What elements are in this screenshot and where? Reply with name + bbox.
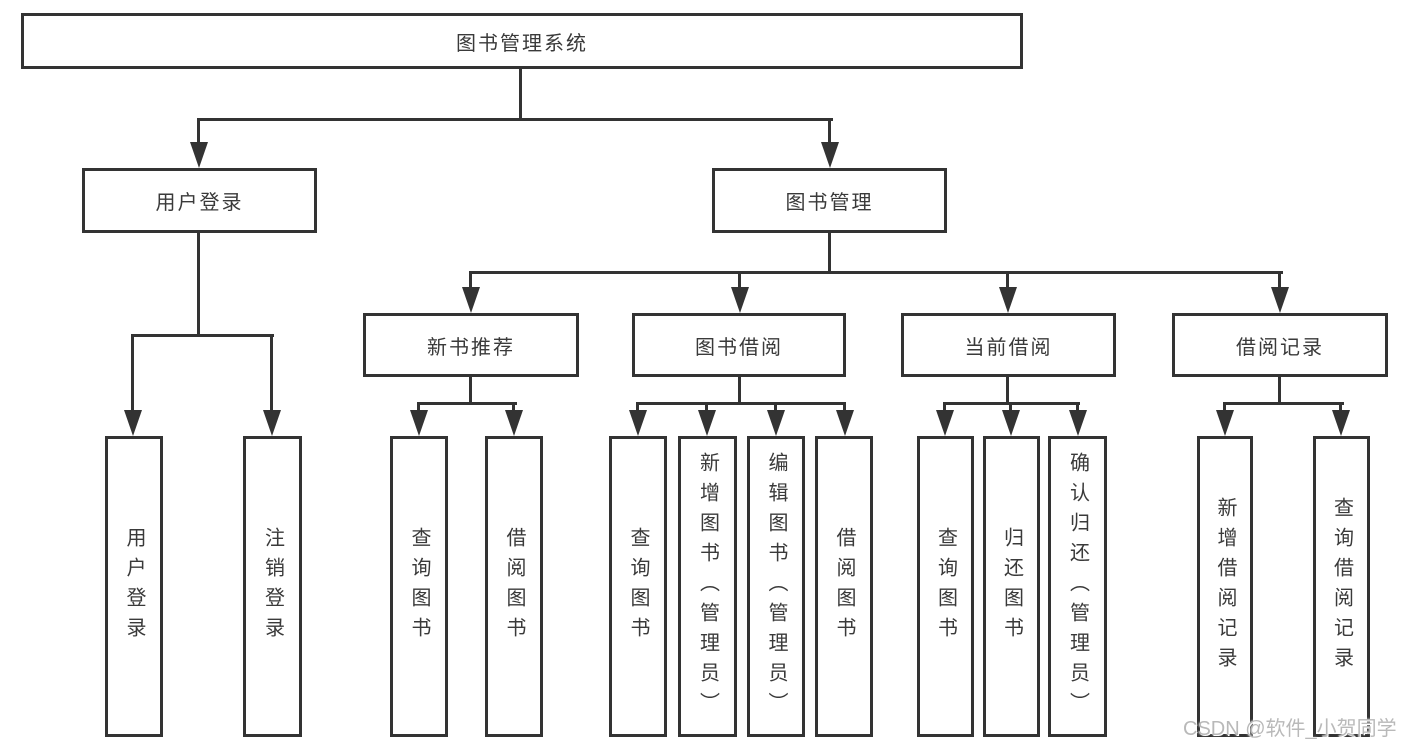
arrowhead-down-icon <box>629 410 647 436</box>
node-label: 新书推荐 <box>427 336 515 359</box>
leaf-add-books-admin: 新增图书（管理员） <box>678 436 737 737</box>
leaf-user-login: 用户登录 <box>105 436 163 737</box>
node-label: 注销登录 <box>261 526 284 647</box>
connector-line <box>828 118 831 146</box>
arrowhead-down-icon <box>1069 410 1087 436</box>
connector-line <box>1006 271 1009 291</box>
leaf-return-books: 归还图书 <box>983 436 1040 737</box>
leaf-logout: 注销登录 <box>243 436 302 737</box>
connector-line <box>843 402 846 414</box>
node-label: 确认归还（管理员） <box>1066 451 1089 722</box>
node-borrowing-records: 借阅记录 <box>1172 313 1388 377</box>
connector-line <box>1339 402 1342 414</box>
arrowhead-down-icon <box>505 410 523 436</box>
arrowhead-down-icon <box>999 287 1017 313</box>
arrowhead-down-icon <box>1271 287 1289 313</box>
connector-line <box>469 271 1283 274</box>
connector-line <box>1006 375 1009 405</box>
arrowhead-down-icon <box>263 410 281 436</box>
connector-line <box>512 402 515 414</box>
connector-line <box>636 402 846 405</box>
node-user-login: 用户登录 <box>82 168 317 233</box>
node-label: 借阅记录 <box>1236 336 1324 359</box>
csdn-watermark: CSDN @软件_小贺同学 <box>1183 718 1397 740</box>
connector-line <box>197 230 200 337</box>
node-new-book-recommend: 新书推荐 <box>363 313 579 377</box>
connector-line <box>828 230 831 274</box>
connector-line <box>519 66 522 121</box>
arrowhead-down-icon <box>124 410 142 436</box>
leaf-query-books-current: 查询图书 <box>917 436 974 737</box>
connector-line <box>417 402 420 414</box>
connector-line <box>1223 402 1344 405</box>
node-label: 用户登录 <box>155 192 244 214</box>
node-label: 图书管理系统 <box>456 32 588 55</box>
connector-line <box>1278 375 1281 405</box>
connector-line <box>1009 402 1012 414</box>
node-book-management: 图书管理 <box>712 168 947 233</box>
node-label: 图书管理 <box>785 192 874 214</box>
leaf-borrow-books-recommend: 借阅图书 <box>485 436 543 737</box>
connector-line <box>738 271 741 291</box>
connector-line <box>705 402 708 414</box>
connector-line <box>738 375 741 405</box>
arrowhead-down-icon <box>731 287 749 313</box>
node-root: 图书管理系统 <box>21 13 1023 69</box>
arrowhead-down-icon <box>767 410 785 436</box>
node-label: 借阅图书 <box>833 526 855 647</box>
leaf-borrow-books: 借阅图书 <box>815 436 873 737</box>
connector-line <box>469 271 472 291</box>
node-label: 查询图书 <box>408 526 430 647</box>
arrowhead-down-icon <box>1216 410 1234 436</box>
leaf-query-books-borrowing: 查询图书 <box>609 436 667 737</box>
node-label: 图书借阅 <box>695 336 783 359</box>
node-book-borrowing: 图书借阅 <box>632 313 846 377</box>
connector-line <box>131 334 274 337</box>
leaf-edit-books-admin: 编辑图书（管理员） <box>747 436 805 737</box>
node-label: 查询借阅记录 <box>1330 496 1353 677</box>
connector-line <box>1076 402 1079 414</box>
arrowhead-down-icon <box>190 142 208 168</box>
connector-line <box>636 402 639 414</box>
node-label: 借阅图书 <box>503 526 525 647</box>
node-label: 查询图书 <box>627 526 649 647</box>
leaf-query-books-recommend: 查询图书 <box>390 436 448 737</box>
connector-line <box>469 375 472 405</box>
connector-line <box>943 402 946 414</box>
connector-line <box>417 402 517 405</box>
node-label: 查询图书 <box>934 526 957 647</box>
node-label: 当前借阅 <box>964 336 1053 359</box>
arrowhead-down-icon <box>936 410 954 436</box>
leaf-query-borrow-record: 查询借阅记录 <box>1313 436 1370 737</box>
connector-line <box>197 118 200 146</box>
node-current-borrowing: 当前借阅 <box>901 313 1116 377</box>
connector-line <box>131 334 134 414</box>
arrowhead-down-icon <box>821 142 839 168</box>
node-label: 新增借阅记录 <box>1214 496 1236 677</box>
node-label: 编辑图书（管理员） <box>765 451 787 722</box>
arrowhead-down-icon <box>1332 410 1350 436</box>
connector-line <box>1223 402 1226 414</box>
connector-line <box>1278 271 1281 291</box>
leaf-add-borrow-record: 新增借阅记录 <box>1197 436 1253 737</box>
arrowhead-down-icon <box>462 287 480 313</box>
connector-line <box>270 334 273 414</box>
node-label: 用户登录 <box>123 526 145 647</box>
connector-line <box>197 118 833 121</box>
arrowhead-down-icon <box>836 410 854 436</box>
node-label: 归还图书 <box>1000 526 1023 647</box>
connector-line <box>774 402 777 414</box>
arrowhead-down-icon <box>698 410 716 436</box>
leaf-confirm-return-admin: 确认归还（管理员） <box>1048 436 1107 737</box>
arrowhead-down-icon <box>410 410 428 436</box>
node-label: 新增图书（管理员） <box>696 451 719 722</box>
arrowhead-down-icon <box>1002 410 1020 436</box>
